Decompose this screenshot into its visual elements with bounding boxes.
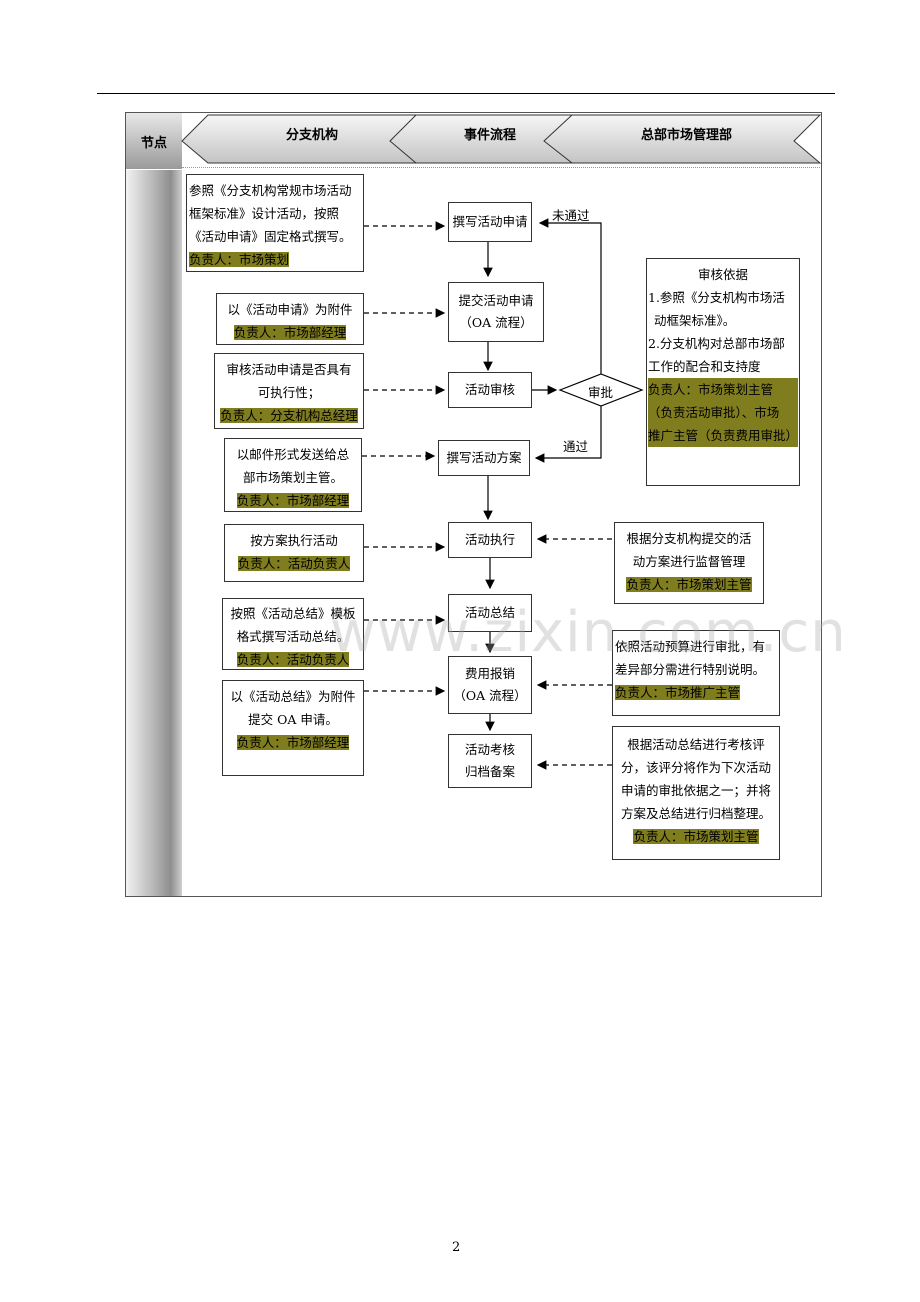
step-submit-application: 提交活动申请 （OA 流程） [448, 282, 544, 342]
decision-label: 审批 [588, 385, 614, 400]
top-rule [97, 93, 835, 94]
step-review: 活动审核 [448, 372, 532, 408]
arrow-pass [534, 406, 602, 463]
owner-highlight: 负责人：市场部经理 [236, 493, 350, 508]
note-review-basis: 审核依据 1.参照《分支机构市场活 动框架标准》。 2.分支机构对总部市场部 工… [646, 258, 800, 486]
header-divider [182, 167, 820, 168]
note-write-summary: 按照《活动总结》模板 格式撰写活动总结。 负责人：活动负责人 [222, 598, 364, 670]
owner-highlight: 负责人：市场策划主管 [633, 829, 759, 844]
owner-highlight: 负责人：市场部经理 [236, 735, 350, 750]
step-summary: 活动总结 [448, 594, 532, 632]
node-column-bar [126, 170, 182, 896]
owner-highlight: 负责人：市场推广主管 [615, 685, 741, 700]
note-submit-oa: 以《活动总结》为附件 提交 OA 申请。 负责人：市场部经理 [222, 680, 364, 776]
owner-highlight: 推广主管（负责费用审批） [648, 424, 798, 447]
note-supervise: 根据分支机构提交的活 动方案进行监督管理 负责人：市场策划主管 [614, 522, 764, 604]
step-reimburse: 费用报销 （OA 流程） [448, 656, 532, 714]
step-execute: 活动执行 [448, 522, 532, 558]
owner-highlight: 负责人：市场部经理 [233, 325, 347, 340]
note-assessment: 根据活动总结进行考核评 分，该评分将作为下次活动 申请的审批依据之一；并将 方案… [612, 726, 780, 860]
owner-highlight: 负责人：市场策划主管 [626, 577, 752, 592]
decision-diamond [558, 373, 644, 407]
note-review-feasibility: 审核活动申请是否具有 可执行性； 负责人：分支机构总经理 [214, 353, 364, 429]
arrow-not-pass [538, 218, 602, 374]
flowchart-frame [125, 112, 822, 897]
header-lane1-label: 分支机构 [286, 128, 339, 143]
header-lane3-label: 总部市场管理部 [641, 128, 733, 143]
owner-highlight: 负责人：分支机构总经理 [220, 408, 358, 423]
header-band [126, 113, 822, 169]
note-email-plan: 以邮件形式发送给总 部市场策划主管。 负责人：市场部经理 [224, 438, 362, 512]
owner-highlight: 负责人：活动负责人 [236, 652, 350, 667]
step-assess-archive: 活动考核 归档备案 [448, 734, 532, 788]
pass-label: 通过 [563, 439, 589, 454]
owner-highlight: 负责人：市场策划 [189, 252, 290, 267]
step-write-plan: 撰写活动方案 [438, 440, 530, 476]
owner-highlight: 负责人：市场策划主管 [648, 378, 798, 401]
note-execute-plan: 按方案执行活动 负责人：活动负责人 [224, 524, 364, 582]
watermark: www.zixin.com.cn [330, 600, 847, 665]
owner-highlight: 负责人：活动负责人 [237, 556, 351, 571]
note-attach-application: 以《活动申请》为附件 负责人：市场部经理 [216, 293, 364, 345]
page-number: 2 [452, 1240, 461, 1255]
header-lane2-label: 事件流程 [464, 128, 517, 143]
not-pass-label: 未通过 [552, 208, 590, 223]
owner-highlight: （负责活动审批）、市场 [648, 401, 798, 424]
note-budget-approval: 依照活动预算进行审批，有 差异部分需进行特别说明。 负责人：市场推广主管 [612, 630, 780, 716]
note-design-activity: 参照《分支机构常规市场活动 框架标准》设计活动，按照 《活动申请》固定格式撰写。… [186, 174, 364, 272]
step-write-application: 撰写活动申请 [448, 202, 532, 242]
lane3-chevron [543, 114, 822, 164]
header-node-label: 节点 [141, 136, 168, 151]
node-header-cell [126, 113, 182, 169]
